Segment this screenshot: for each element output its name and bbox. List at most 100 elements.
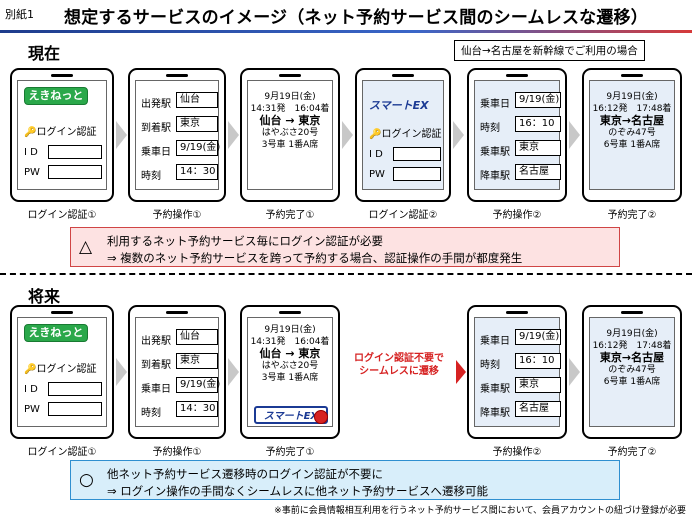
row-value[interactable]: 9/19(金) <box>176 377 220 393</box>
smartex-logo: スマートEX <box>369 99 429 112</box>
phone-screen: 乗車日 9/19(金) 時刻 16：10 乗車駅 東京 降車駅 名古屋 <box>474 317 561 427</box>
pw-label: PW <box>24 167 40 178</box>
row-value[interactable]: 14：30 <box>176 164 218 180</box>
phone-notch <box>392 74 414 77</box>
flow-arrow <box>228 358 239 386</box>
phone-screen: 出発駅 仙台 到着駅 東京 乗車日 9/19(金) 時刻 14：30 <box>135 317 220 427</box>
future-benefit-note: ○ 他ネット予約サービス遷移時のログイン認証が不要に ⇒ ログイン操作の手間なく… <box>70 460 620 500</box>
phone-notch <box>621 311 643 314</box>
booking-summary: 9月19日(金) 14:31発 16:04着 仙台 → 東京 はやぶさ20号 3… <box>248 91 332 151</box>
flow-arrow <box>569 121 580 149</box>
row-label: 出発駅 <box>141 336 171 347</box>
booking-seat: 6号車 1番A席 <box>603 377 661 387</box>
phone-screen: 9月19日(金) 16:12発 17:48着 東京→名古屋 のぞみ47号 6号車… <box>589 80 675 190</box>
booking-seat: 3号車 1番A席 <box>261 140 319 150</box>
id-label: I D <box>369 149 383 160</box>
header-divider <box>0 30 692 33</box>
row-label: 乗車駅 <box>480 384 510 395</box>
step-caption: ログイン認証① <box>27 210 97 221</box>
phone-screen: 9月19日(金) 14:31発 16:04着 仙台 → 東京 はやぶさ20号 3… <box>247 317 333 427</box>
phone-notch <box>51 74 73 77</box>
id-input[interactable] <box>48 382 102 396</box>
row-value[interactable]: 9/19(金) <box>176 140 220 156</box>
row-value[interactable]: 仙台 <box>176 92 218 108</box>
booking-seat: 6号車 1番A席 <box>603 140 661 150</box>
step-caption: 予約操作② <box>492 447 542 458</box>
phone-notch <box>166 74 188 77</box>
row-value[interactable]: 名古屋 <box>515 164 561 180</box>
phone-notch <box>506 74 528 77</box>
flow-arrow <box>569 358 580 386</box>
booking-date: 9月19日(金) <box>606 329 658 339</box>
row-value[interactable]: 東京 <box>515 140 561 156</box>
booking-train: はやぶさ20号 <box>261 128 319 138</box>
note-line-2: ⇒ ログイン操作の手間なくシームレスに他ネット予約サービスへ遷移可能 <box>107 484 488 498</box>
pw-input[interactable] <box>48 165 102 179</box>
phone-notch <box>279 311 301 314</box>
row-value[interactable]: 16：10 <box>515 116 561 132</box>
row-label: 降車駅 <box>480 408 510 419</box>
id-input[interactable] <box>48 145 102 159</box>
id-input[interactable] <box>393 147 441 161</box>
booking-summary: 9月19日(金) 16:12発 17:48着 東京→名古屋 のぞみ47号 6号車… <box>590 91 674 151</box>
pw-input[interactable] <box>393 167 441 181</box>
phone-booking-done1: 9月19日(金) 14:31発 16:04着 仙台 → 東京 はやぶさ20号 3… <box>240 68 340 202</box>
flow-arrow <box>228 121 239 149</box>
row-label: 時刻 <box>480 123 500 134</box>
phone-screen: えきねっと 🔑ログイン認証 I D PW <box>17 317 107 427</box>
row-value[interactable]: 16：10 <box>515 353 561 369</box>
row-value[interactable]: 14：30 <box>176 401 218 417</box>
section-divider <box>0 273 692 275</box>
phone-screen: 出発駅 仙台 到着駅 東京 乗車日 9/19(金) 時刻 14：30 <box>135 80 220 190</box>
route-condition-box: 仙台→名古屋を新幹線でご利用の場合 <box>454 40 645 61</box>
phone-booking-op2: 乗車日 9/19(金) 時刻 16：10 乗車駅 東京 降車駅 名古屋 <box>467 305 567 439</box>
row-value[interactable]: 9/19(金) <box>515 329 561 345</box>
key-icon: 🔑 <box>24 364 37 375</box>
phone-screen: スマートEX 🔑ログイン認証 I D PW <box>362 80 444 190</box>
row-value[interactable]: 仙台 <box>176 329 218 345</box>
row-value[interactable]: 9/19(金) <box>515 92 561 108</box>
id-label: I D <box>24 147 38 158</box>
note-line-1: 他ネット予約サービス遷移時のログイン認証が不要に <box>107 467 383 481</box>
row-value[interactable]: 東京 <box>515 377 561 393</box>
pw-label: PW <box>24 404 40 415</box>
phone-screen: 9月19日(金) 14:31発 16:04着 仙台 → 東京 はやぶさ20号 3… <box>247 80 333 190</box>
phone-screen: 乗車日 9/19(金) 時刻 16：10 乗車駅 東京 降車駅 名古屋 <box>474 80 561 190</box>
booking-date: 9月19日(金) <box>264 325 316 335</box>
row-label: 降車駅 <box>480 171 510 182</box>
phone-booking-done2: 9月19日(金) 16:12発 17:48着 東京→名古屋 のぞみ47号 6号車… <box>582 68 682 202</box>
row-value[interactable]: 東京 <box>176 116 218 132</box>
ekinet-logo: えきねっと <box>24 87 88 105</box>
section-label-future: 将来 <box>28 287 61 306</box>
pw-label: PW <box>369 169 385 180</box>
phone-booking-done1: 9月19日(金) 14:31発 16:04着 仙台 → 東京 はやぶさ20号 3… <box>240 305 340 439</box>
pw-input[interactable] <box>48 402 102 416</box>
row-value[interactable]: 名古屋 <box>515 401 561 417</box>
flow-arrow <box>453 121 464 149</box>
step-caption: 予約完了① <box>265 447 315 458</box>
phone-booking-op1: 出発駅 仙台 到着駅 東京 乗車日 9/19(金) 時刻 14：30 <box>128 305 226 439</box>
login-auth-label: 🔑ログイン認証 <box>24 127 97 138</box>
step-caption: 予約操作① <box>152 447 202 458</box>
seamless-arrow <box>456 360 466 384</box>
tap-pointer-icon <box>314 410 328 424</box>
booking-summary: 9月19日(金) 14:31発 16:04着 仙台 → 東京 はやぶさ20号 3… <box>248 324 332 384</box>
row-label: 乗車日 <box>141 384 171 395</box>
phone-screen: 9月19日(金) 16:12発 17:48着 東京→名古屋 のぞみ47号 6号車… <box>589 317 675 427</box>
row-label: 出発駅 <box>141 99 171 110</box>
key-icon: 🔑 <box>369 129 382 140</box>
booking-times: 14:31発 16:04着 <box>250 337 330 347</box>
phone-login-smartex: スマートEX 🔑ログイン認証 I D PW <box>355 68 451 202</box>
booking-summary: 9月19日(金) 16:12発 17:48着 東京→名古屋 のぞみ47号 6号車… <box>590 328 674 388</box>
row-value[interactable]: 東京 <box>176 353 218 369</box>
phone-login-ekinet: えきねっと 🔑ログイン認証 I D PW <box>10 305 114 439</box>
booking-route: 東京→名古屋 <box>599 114 665 127</box>
circle-icon: ○ <box>79 470 94 490</box>
step-caption: 予約完了① <box>265 210 315 221</box>
booking-date: 9月19日(金) <box>264 92 316 102</box>
step-caption: 予約完了② <box>607 447 657 458</box>
phone-notch <box>506 311 528 314</box>
row-label: 到着駅 <box>141 360 171 371</box>
step-caption: 予約操作① <box>152 210 202 221</box>
section-label-current: 現在 <box>28 44 61 63</box>
